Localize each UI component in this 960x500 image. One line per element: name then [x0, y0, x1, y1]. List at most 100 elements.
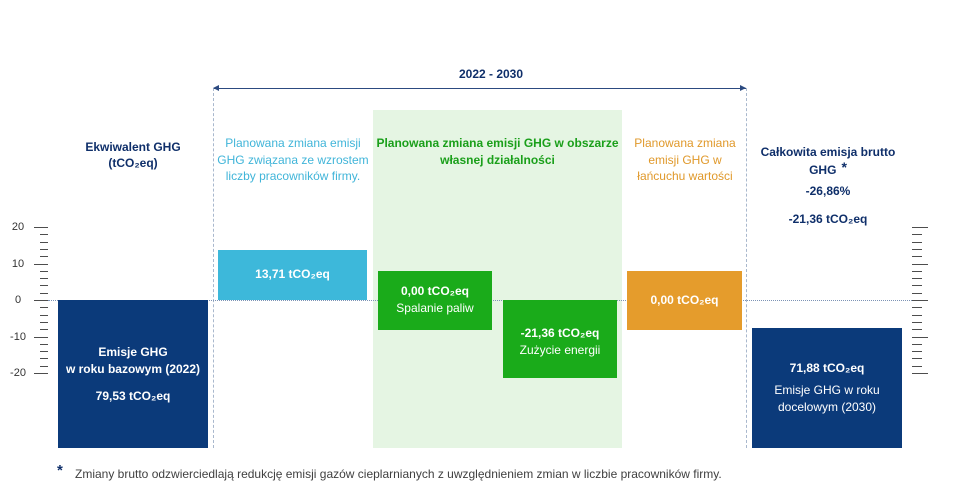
column-header-headcount: Planowana zmiana emisji GHG związana ze … — [203, 135, 383, 185]
y-minor-tick — [40, 307, 48, 308]
y-minor-tick — [912, 278, 922, 279]
bar-text: -21,36 tCO₂eq Zużycie energii — [520, 318, 601, 359]
column-header-line: własnej działalności — [440, 152, 555, 167]
bar-value-label: 0,00 tCO₂eq — [650, 292, 719, 307]
bar-value-label: -21,36 tCO₂eq — [520, 326, 600, 341]
bar-label: docelowym (2030) — [777, 399, 877, 414]
bar-fuel-combustion: 0,00 tCO₂eq Spalanie paliw — [378, 270, 492, 330]
y-major-tick — [912, 337, 928, 338]
y-minor-tick — [912, 344, 922, 345]
y-tick-label: 20 — [11, 221, 25, 233]
bar-headcount-change: 13,71 tCO₂eq — [218, 249, 367, 300]
bar-energy-use: -21,36 tCO₂eq Zużycie energii — [503, 300, 617, 378]
y-minor-tick — [40, 256, 48, 257]
y-minor-tick — [912, 271, 922, 272]
y-major-tick — [912, 300, 928, 301]
bar-label: Emisje GHG — [98, 344, 168, 359]
column-header-line: emisji GHG w — [648, 152, 722, 167]
period-end-divider — [746, 88, 747, 448]
footnote-mark: * — [57, 462, 63, 479]
total-percent-change: -26,86% — [805, 184, 851, 198]
bar-text: 0,00 tCO₂eq Spalanie paliw — [396, 283, 473, 317]
bar-label: Emisje GHG w roku — [774, 382, 880, 397]
bar-label: w roku bazowym (2022) — [65, 361, 201, 376]
bar-text: 71,88 tCO₂eq Emisje GHG w roku docelowym… — [774, 360, 879, 416]
y-axis-left: 20 10 0 -10 -20 — [0, 0, 52, 500]
y-minor-tick — [40, 249, 48, 250]
y-minor-tick — [912, 358, 922, 359]
bar-text: 13,71 tCO₂eq — [255, 266, 330, 283]
y-minor-tick — [40, 285, 48, 286]
y-minor-tick — [912, 249, 922, 250]
y-tick-label: 0 — [14, 294, 22, 306]
y-major-tick — [912, 227, 928, 228]
period-label: 2022 - 2030 — [458, 67, 524, 81]
y-minor-tick — [912, 307, 922, 308]
y-minor-tick — [912, 329, 922, 330]
y-minor-tick — [912, 285, 922, 286]
y-minor-tick — [40, 351, 48, 352]
arrow-left-icon — [213, 85, 219, 91]
bar-value-label: 13,71 tCO₂eq — [255, 267, 330, 282]
y-tick-label: -10 — [10, 330, 26, 343]
bar-target-year-emissions: 71,88 tCO₂eq Emisje GHG w roku docelowym… — [752, 327, 902, 448]
footnote-text: Zmiany brutto odzwierciedlają redukcję e… — [75, 467, 722, 481]
y-major-tick — [34, 373, 48, 374]
column-header-line: Całkowita emisja brutto — [760, 145, 896, 159]
y-major-tick — [34, 227, 48, 228]
column-header-line: Planowana zmiana — [634, 136, 736, 150]
y-axis-right — [905, 0, 935, 500]
column-header-unit: Ekwiwalent GHG (tCO₂eq) — [48, 140, 218, 171]
bar-value-label: 71,88 tCO₂eq — [789, 360, 865, 375]
y-minor-tick — [40, 293, 48, 294]
y-minor-tick — [912, 256, 922, 257]
column-header-line: Ekwiwalent GHG — [85, 140, 181, 154]
bar-label: Zużycie energii — [519, 343, 601, 358]
bar-value-label: 0,00 tCO₂eq — [400, 284, 469, 298]
column-header-line: GHG związana ze wzrostem — [217, 152, 369, 167]
y-tick-label: -20 — [10, 367, 26, 379]
bar-value-label: 79,53 tCO₂eq — [95, 388, 171, 403]
y-major-tick — [912, 373, 928, 374]
y-minor-tick — [40, 358, 48, 359]
bar-value-chain-change: 0,00 tCO₂eq — [627, 270, 742, 330]
y-minor-tick — [40, 242, 48, 243]
column-header-value-chain: Planowana zmiana emisji GHG w łańcuchu w… — [610, 135, 760, 185]
period-span-line — [214, 88, 746, 89]
y-minor-tick — [912, 315, 922, 316]
column-header-line: Planowana zmiana emisji GHG w obszarze — [376, 136, 619, 150]
column-header-line: GHG * — [748, 158, 908, 179]
y-minor-tick — [40, 278, 48, 279]
bar-text: Emisje GHG w roku bazowym (2022) 79,53 t… — [66, 344, 200, 405]
y-minor-tick — [40, 344, 48, 345]
bar-base-year-emissions: Emisje GHG w roku bazowym (2022) 79,53 t… — [58, 300, 208, 448]
period-start-divider — [213, 88, 214, 448]
column-header-text: GHG — [809, 162, 837, 177]
y-minor-tick — [40, 322, 48, 323]
column-header-total: Całkowita emisja brutto GHG * — [748, 144, 908, 178]
arrow-right-icon — [740, 85, 746, 91]
y-minor-tick — [40, 366, 48, 367]
y-major-tick — [912, 264, 928, 265]
y-minor-tick — [40, 234, 48, 235]
y-tick-label: 10 — [11, 257, 25, 270]
y-major-tick — [34, 264, 48, 265]
y-minor-tick — [40, 315, 48, 316]
y-minor-tick — [40, 329, 48, 330]
column-header-line: (tCO₂eq) — [108, 155, 158, 170]
y-minor-tick — [912, 351, 922, 352]
y-minor-tick — [912, 366, 922, 367]
y-minor-tick — [912, 322, 922, 323]
column-header-line: Planowana zmiana emisji — [225, 136, 361, 150]
total-absolute-change: -21,36 tCO₂eq — [788, 212, 868, 226]
column-header-own-operations: Planowana zmiana emisji GHG w obszarze w… — [373, 135, 622, 168]
y-minor-tick — [40, 271, 48, 272]
y-minor-tick — [912, 293, 922, 294]
bar-label: Spalanie paliw — [396, 301, 474, 315]
column-header-line: łańcuchu wartości — [637, 169, 733, 183]
bar-text: 0,00 tCO₂eq — [650, 292, 718, 309]
y-minor-tick — [912, 242, 922, 243]
y-minor-tick — [912, 234, 922, 235]
column-header-line: liczby pracowników firmy. — [225, 169, 361, 183]
footnote-reference-mark: * — [841, 158, 847, 175]
